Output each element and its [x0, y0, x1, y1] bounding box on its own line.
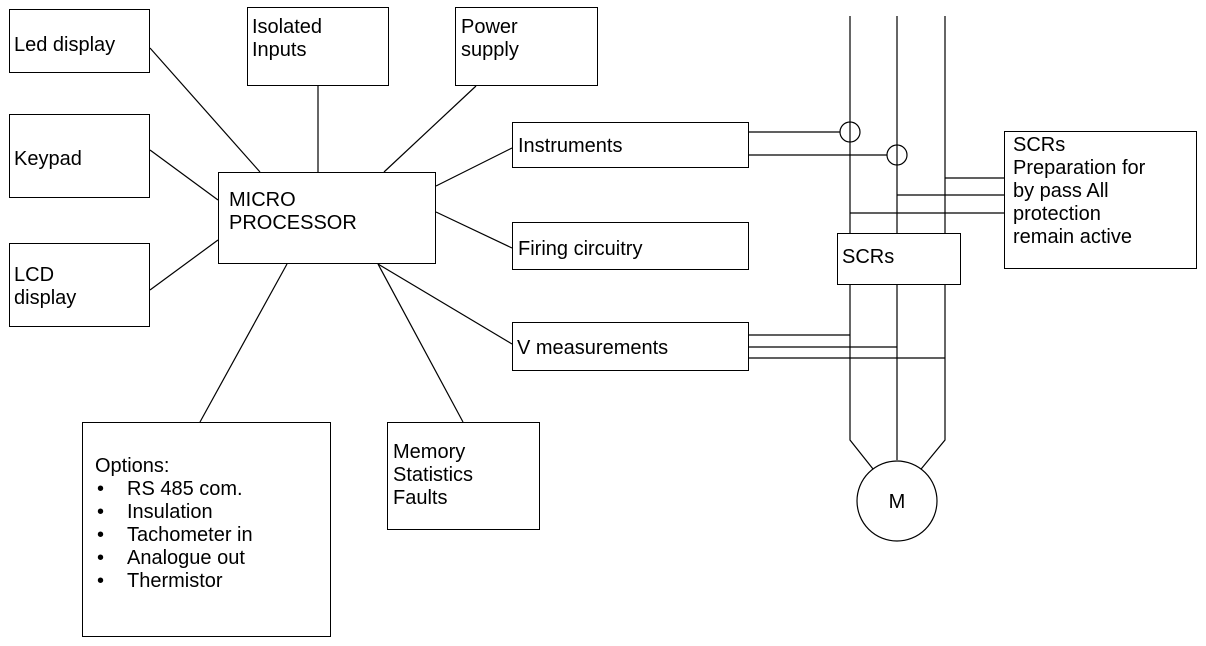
- firing-circuitry-label: Firing circuitry: [518, 238, 643, 260]
- link-keypad: [149, 149, 219, 201]
- scrs-bypass-label-3: by pass All: [1013, 180, 1109, 202]
- memory-block: Memory Statistics Faults: [387, 422, 540, 530]
- isolated-inputs-label-2: Inputs: [252, 39, 307, 61]
- options-item: •Tachometer in: [97, 524, 253, 546]
- bullet-icon: •: [97, 501, 105, 523]
- options-block: Options: •RS 485 com. •Insulation •Tacho…: [82, 422, 331, 637]
- link-memory: [377, 263, 464, 423]
- bullet-icon: •: [97, 524, 105, 546]
- options-title: Options:: [95, 455, 170, 477]
- link-power-supply: [383, 85, 477, 173]
- bullet-icon: •: [97, 570, 105, 592]
- memory-label-2: Statistics: [393, 464, 474, 486]
- link-instruments: [435, 147, 513, 187]
- scrs-bypass-label-5: remain active: [1013, 226, 1132, 248]
- v-measurements-block: V measurements: [512, 322, 749, 371]
- lcd-display-label-2: display: [14, 287, 77, 309]
- options-list: •RS 485 com. •Insulation •Tachometer in …: [95, 478, 330, 593]
- scrs-bypass-label-1: SCRs: [1013, 134, 1066, 156]
- phase-line-3: [916, 16, 946, 475]
- memory-label-3: Faults: [393, 487, 448, 509]
- microprocessor-label-1: MICRO: [229, 189, 296, 211]
- keypad-block: Keypad: [9, 114, 150, 198]
- link-lcd-display: [149, 239, 219, 291]
- scrs-bypass-label-2: Preparation for: [1013, 157, 1146, 179]
- microprocessor-label-2: PROCESSOR: [229, 212, 357, 234]
- led-display-label: Led display: [14, 34, 116, 56]
- scrs-bypass-block: SCRs Preparation for by pass All protect…: [1004, 131, 1197, 269]
- link-firing-circuitry: [435, 211, 513, 249]
- motor-symbol: [856, 460, 938, 542]
- motor-label: M: [889, 491, 906, 513]
- power-supply-label-2: supply: [461, 39, 519, 61]
- keypad-label: Keypad: [14, 148, 82, 170]
- current-transformer-1: [839, 121, 861, 143]
- scrs-label: SCRs: [842, 246, 895, 268]
- power-supply-block: Power supply: [455, 7, 598, 86]
- current-transformer-2: [886, 144, 908, 166]
- phase-line-1: [849, 16, 878, 475]
- isolated-inputs-label-1: Isolated: [252, 16, 323, 38]
- bullet-icon: •: [97, 547, 105, 569]
- scrs-bypass-label-4: protection: [1013, 203, 1101, 225]
- firing-circuitry-block: Firing circuitry: [512, 222, 749, 270]
- scrs-block: SCRs: [837, 233, 961, 285]
- isolated-inputs-block: Isolated Inputs: [247, 7, 389, 86]
- link-options: [199, 263, 288, 423]
- options-item: •Analogue out: [97, 547, 245, 569]
- options-item: •Thermistor: [97, 570, 223, 592]
- led-display-block: Led display: [9, 9, 150, 73]
- instruments-block: Instruments: [512, 122, 749, 168]
- lcd-display-label-1: LCD: [14, 264, 55, 286]
- options-item: •Insulation: [97, 501, 213, 523]
- memory-label-1: Memory: [393, 441, 466, 463]
- lcd-display-block: LCD display: [9, 243, 150, 327]
- options-item: •RS 485 com.: [97, 478, 243, 500]
- power-supply-label-1: Power: [461, 16, 518, 38]
- bullet-icon: •: [97, 478, 105, 500]
- v-measurements-label: V measurements: [517, 337, 669, 359]
- instruments-label: Instruments: [518, 135, 623, 157]
- link-v-measurements: [377, 263, 513, 345]
- link-led-display: [149, 47, 261, 173]
- microprocessor-block: MICRO PROCESSOR: [218, 172, 436, 264]
